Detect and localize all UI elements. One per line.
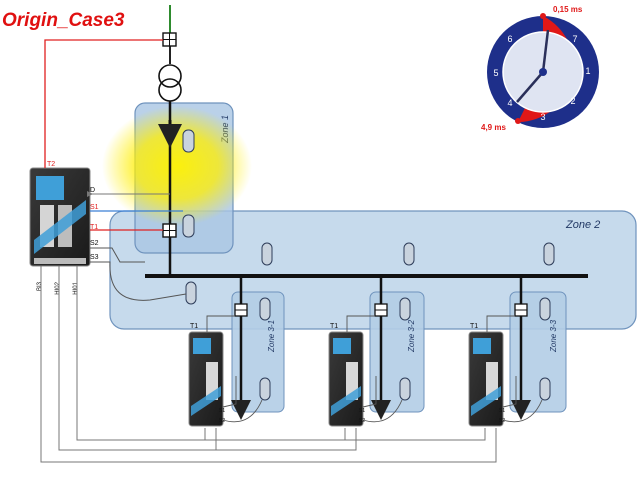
main-relay <box>29 167 91 267</box>
clock-number: 7 <box>572 34 577 44</box>
feeder-relay-t1-label: T1 <box>330 323 338 330</box>
feeder-relay-t1-label: T1 <box>470 323 478 330</box>
feeder-relay-t1-label: T1 <box>190 323 198 330</box>
clock-number: 3 <box>540 112 545 122</box>
fault-highlight <box>102 106 252 226</box>
feeder-1 <box>231 276 271 420</box>
comm-bus-2 <box>58 266 217 451</box>
current-transformer-icon <box>182 129 195 153</box>
feeder-ct-icon <box>259 377 271 401</box>
feeder-ct-icon <box>539 377 551 401</box>
clock-hand-long <box>516 71 544 103</box>
feeder-relay-s1-label: S1 <box>219 408 225 414</box>
feeder-relay-2 <box>328 315 403 427</box>
zone-3-1-region <box>231 291 285 413</box>
bottom-port-label: HI02 <box>55 281 61 294</box>
port-d-label: D <box>90 187 95 194</box>
clock-bottom-label: 4,9 ms <box>481 123 506 132</box>
clock-hand-short <box>541 29 550 73</box>
bottom-port-label: HI01 <box>73 281 79 294</box>
signal-wire-s3 <box>90 261 187 301</box>
bus-ct-icon <box>261 242 273 266</box>
feeder-relay-s2-label: S2 <box>359 418 365 424</box>
comm-bus-1 <box>40 266 497 463</box>
page-title: Origin_Case3 <box>2 10 125 31</box>
feeder-relay-1 <box>188 315 263 427</box>
port-s2-label: S2 <box>90 240 99 247</box>
feeder-ct-icon <box>259 297 271 321</box>
zone-3-3-label: Zone 3-3 <box>549 319 558 353</box>
port-t1-label: T1 <box>90 224 98 231</box>
feeder-relay-s2-label: S2 <box>219 418 225 424</box>
zone-3-2-region <box>369 291 425 413</box>
feeder-ct-icon <box>399 377 411 401</box>
port-t2-label: T2 <box>47 161 55 168</box>
transformer-primary-icon <box>158 64 182 88</box>
relay-logo <box>36 176 64 200</box>
feeder-2 <box>371 276 411 420</box>
port-s1-label: S1 <box>90 204 99 211</box>
feeder-relay-s1-label: S1 <box>499 408 505 414</box>
feeder-relay-3 <box>468 315 543 427</box>
clock-number: 6 <box>507 34 512 44</box>
transformer-secondary-icon <box>158 78 182 102</box>
port-s3-label: S3 <box>90 254 99 261</box>
feeder-relay-s2-label: S2 <box>499 418 505 424</box>
current-transformer-icon <box>182 214 195 238</box>
clock-number: 2 <box>570 96 575 106</box>
feeder-3 <box>511 276 551 420</box>
bus-ct-icon <box>403 242 415 266</box>
zone-3-1-label: Zone 3-1 <box>267 320 276 353</box>
bus-ct-icon <box>185 281 197 305</box>
zone-3-2-label: Zone 3-2 <box>407 319 416 353</box>
signal-wire-s2 <box>90 247 145 263</box>
clock-number: 5 <box>493 68 498 78</box>
bus-ct-icon <box>543 242 555 266</box>
comm-bus-3 <box>76 266 206 441</box>
trip-wire-t2 <box>44 39 163 168</box>
bottom-port-label: BI3 <box>37 281 43 291</box>
feeder-ct-icon <box>399 297 411 321</box>
zone-3-3-region <box>509 291 567 413</box>
clock-number: 1 <box>585 66 590 76</box>
clock-number: 4 <box>507 98 512 108</box>
clock-top-label: 0,15 ms <box>553 5 583 14</box>
feeder-ct-icon <box>539 297 551 321</box>
zone-2-label: Zone 2 <box>565 219 600 231</box>
timing-clock <box>487 13 599 128</box>
feeder-relay-s1-label: S1 <box>359 408 365 414</box>
